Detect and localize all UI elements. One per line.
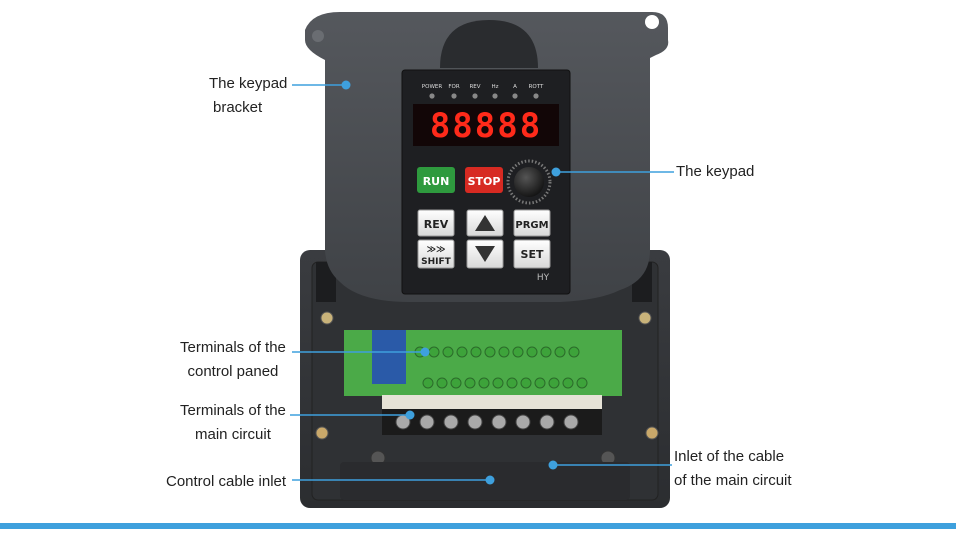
bottom-accent-bar [0, 523, 956, 529]
control-terminal-screw [540, 346, 552, 358]
control-terminal-screw [512, 346, 524, 358]
control-terminal-screw [506, 377, 518, 389]
control-terminal-screw [562, 377, 574, 389]
led-indicator [492, 93, 498, 99]
run-button[interactable]: RUN [417, 167, 455, 193]
callout-main-cable-inlet-line1: Inlet of the cable [674, 448, 785, 465]
up-button[interactable] [466, 209, 504, 237]
main-terminal-screw [419, 414, 435, 430]
shift-button[interactable]: ≫≫ SHIFT [417, 239, 455, 269]
rev-button[interactable]: REV [417, 209, 455, 237]
main-terminal-screw [515, 414, 531, 430]
main-terminal-screw [443, 414, 459, 430]
down-arrow-icon [475, 246, 495, 262]
speed-knob[interactable] [506, 159, 552, 205]
led-label-a: A [513, 84, 517, 90]
led-indicator [429, 93, 435, 99]
led-indicator [472, 93, 478, 99]
callout-control-terminals-line2: control paned [187, 363, 279, 380]
callout-control-cable-inlet: Control cable inlet [166, 473, 287, 490]
control-terminal-screw [498, 346, 510, 358]
control-terminal-block [414, 346, 588, 389]
prgm-button[interactable]: PRGM [513, 209, 551, 237]
set-label: SET [521, 248, 544, 261]
up-arrow-icon [475, 215, 495, 231]
callout-main-cable-inlet: Inlet of the cable of the main circuit [674, 445, 792, 493]
control-terminal-screw [442, 346, 454, 358]
down-button[interactable] [466, 239, 504, 269]
control-terminal-screw [548, 377, 560, 389]
prgm-label: PRGM [515, 220, 548, 231]
led-indicator [512, 93, 518, 99]
control-terminal-screw [428, 346, 440, 358]
control-terminal-screw [456, 346, 468, 358]
led-indicator [451, 93, 457, 99]
callout-main-cable-inlet-line2: of the main circuit [674, 472, 792, 489]
led-label-rev: REV [469, 84, 480, 90]
mounting-hole-icon [645, 15, 659, 29]
callout-control-terminals-line1: Terminals of the [180, 339, 286, 356]
callout-keypad-bracket: The keypad bracket [209, 72, 287, 120]
run-label: RUN [423, 175, 450, 188]
callout-keypad-bracket-line2: bracket [213, 99, 263, 116]
control-board [344, 330, 622, 396]
callout-lines [290, 80, 674, 485]
control-terminal-screw [568, 346, 580, 358]
led-label-rott: ROTT [529, 84, 544, 90]
main-terminal-screw [491, 414, 507, 430]
callout-control-terminals: Terminals of the control paned [180, 336, 286, 384]
control-terminal-screw [492, 377, 504, 389]
seven-segment-display: 88888 [430, 106, 542, 146]
stop-label: STOP [468, 175, 501, 188]
control-terminal-screw [450, 377, 462, 389]
cable-inlet-area [340, 462, 630, 500]
led-label-hz: Hz [491, 84, 498, 90]
main-terminal-screw [539, 414, 555, 430]
stop-button[interactable]: STOP [465, 167, 503, 193]
relay [372, 330, 406, 384]
led-label-power: POWER [422, 84, 443, 90]
status-leds: POWER FOR REV Hz A ROTT [422, 84, 544, 99]
control-terminal-screw [554, 346, 566, 358]
callout-main-terminals-line2: main circuit [195, 426, 271, 443]
control-terminal-screw [484, 346, 496, 358]
keypad-panel: POWER FOR REV Hz A ROTT 88888 RUN STOP REV [401, 69, 571, 295]
control-terminal-screw [436, 377, 448, 389]
main-terminal-block [382, 395, 602, 435]
brand-mark: HY [537, 273, 550, 283]
control-terminal-screw [526, 346, 538, 358]
main-terminal-screw [467, 414, 483, 430]
control-terminal-screw [470, 346, 482, 358]
control-terminal-screw [576, 377, 588, 389]
main-terminal-screw [563, 414, 579, 430]
shift-label: SHIFT [421, 257, 452, 267]
callout-main-terminals-line1: Terminals of the [180, 402, 286, 419]
shift-arrows-icon: ≫≫ [427, 245, 446, 255]
rev-label: REV [424, 218, 449, 231]
led-indicator [533, 93, 539, 99]
callout-keypad-bracket-line1: The keypad [209, 75, 288, 92]
housing-screws [315, 311, 659, 466]
set-button[interactable]: SET [513, 239, 551, 269]
callout-keypad: The keypad [676, 163, 755, 180]
control-terminal-screw [464, 377, 476, 389]
control-terminal-screw [422, 377, 434, 389]
led-label-for: FOR [448, 84, 459, 90]
callout-main-terminals: Terminals of the main circuit [180, 399, 286, 447]
control-terminal-screw [478, 377, 490, 389]
control-terminal-screw [534, 377, 546, 389]
control-terminal-screw [520, 377, 532, 389]
